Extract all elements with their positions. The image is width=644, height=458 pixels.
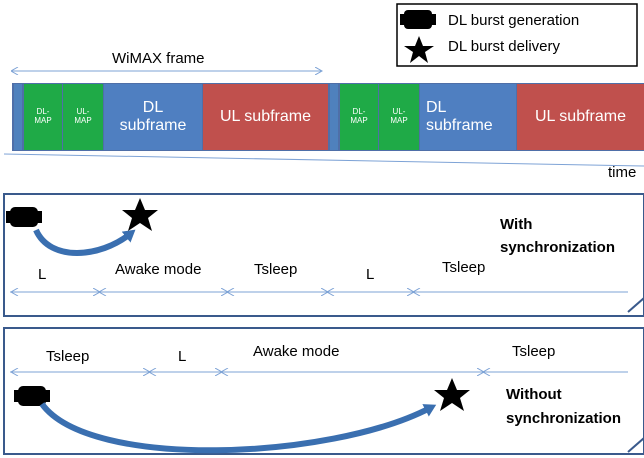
without-sync-generation-icon xyxy=(18,386,46,406)
frame-block-ul-subframe-2: UL subframe xyxy=(517,84,644,150)
panel-without-sync xyxy=(3,327,644,455)
without-sync-segment-l: L xyxy=(178,348,187,365)
without-sync-title-line1: Without xyxy=(506,386,562,403)
with-sync-delay-arrow xyxy=(33,228,136,256)
with-sync-segment-l-1: L xyxy=(38,266,47,283)
frame-block-dl-map-1: DL-MAP xyxy=(24,84,62,150)
legend-delivery-icon xyxy=(404,36,434,63)
time-axis xyxy=(3,153,644,167)
frame-title: WiMAX frame xyxy=(112,50,205,67)
with-sync-segment-tsleep-2: Tsleep xyxy=(442,259,486,276)
legend-box xyxy=(396,3,638,67)
with-sync-segment-l-2: L xyxy=(366,266,375,283)
frame-block-ul-subframe-1: UL subframe xyxy=(203,84,328,150)
legend-generation-label: DL burst generation xyxy=(448,12,580,29)
legend-generation-icon xyxy=(404,10,432,29)
without-sync-title-line2: synchronization xyxy=(506,410,622,427)
without-sync-segment-awake: Awake mode xyxy=(253,343,340,360)
without-sync-delivery-icon xyxy=(434,378,470,411)
without-sync-segment-tsleep-1: Tsleep xyxy=(46,348,90,365)
legend-delivery-label: DL burst delivery xyxy=(448,38,560,55)
with-sync-title-line1: With xyxy=(500,216,533,233)
with-sync-segment-tsleep-1: Tsleep xyxy=(254,261,298,278)
without-sync-delay-arrow xyxy=(39,402,437,454)
with-sync-title-line2: synchronization xyxy=(500,239,616,256)
without-sync-segment-tsleep-2: Tsleep xyxy=(512,343,556,360)
with-sync-generation-icon xyxy=(10,207,38,227)
time-axis-label: time xyxy=(608,164,637,181)
with-sync-segment-awake: Awake mode xyxy=(115,261,202,278)
frame-block-ul-map-2: UL-MAP xyxy=(379,84,419,150)
with-sync-delivery-icon xyxy=(122,198,158,231)
frame-block-ul-map-1: UL-MAP xyxy=(63,84,103,150)
frame-block-dl-map-2: DL-MAP xyxy=(340,84,378,150)
